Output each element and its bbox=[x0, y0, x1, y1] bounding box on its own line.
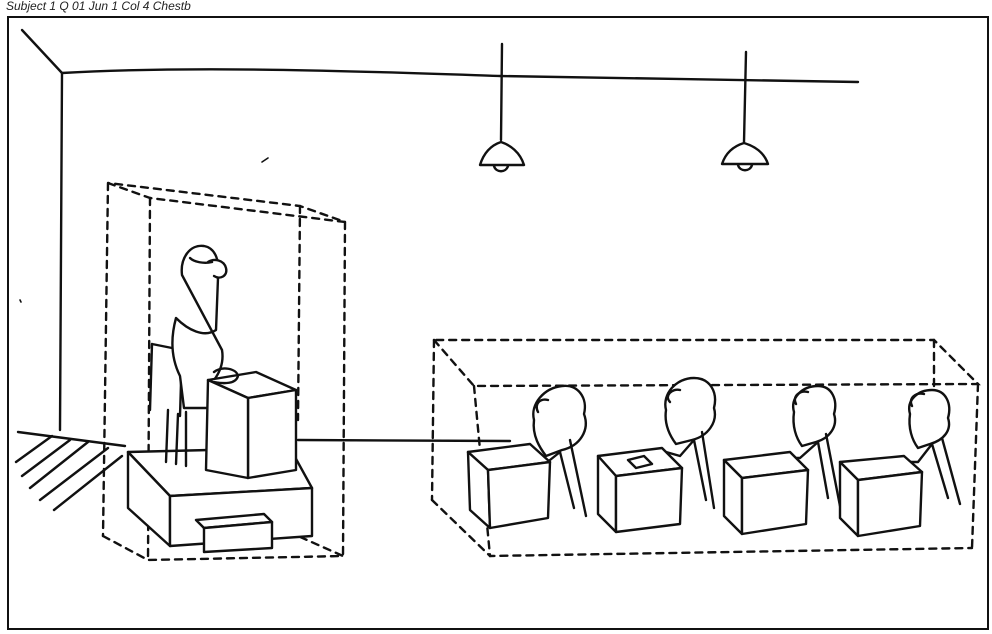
student-booth bbox=[430, 338, 981, 558]
ceiling-lamp-left bbox=[478, 42, 526, 173]
floorboards bbox=[14, 434, 124, 512]
teacher-glasses bbox=[206, 258, 228, 279]
ceiling-line bbox=[60, 68, 860, 84]
scan-caption-text: Subject 1 Q 01 Jun 1 Col 4 Chestb bbox=[6, 0, 191, 13]
wall-corner-diagonal bbox=[20, 28, 64, 75]
connecting-wire bbox=[296, 438, 512, 443]
room-lines bbox=[14, 28, 860, 512]
ceiling-lamp-right bbox=[720, 50, 770, 172]
teacher-booth bbox=[101, 181, 347, 562]
panel-frame bbox=[7, 16, 989, 630]
student-1 bbox=[466, 384, 588, 530]
scan-speck bbox=[261, 157, 269, 163]
student-4 bbox=[838, 388, 962, 538]
teacher-figure bbox=[171, 244, 224, 410]
student-3 bbox=[722, 384, 842, 536]
scan-speck bbox=[19, 299, 22, 303]
wall-corner-vertical bbox=[58, 71, 64, 432]
floor-baseline bbox=[16, 430, 127, 448]
student-2 bbox=[596, 376, 717, 534]
